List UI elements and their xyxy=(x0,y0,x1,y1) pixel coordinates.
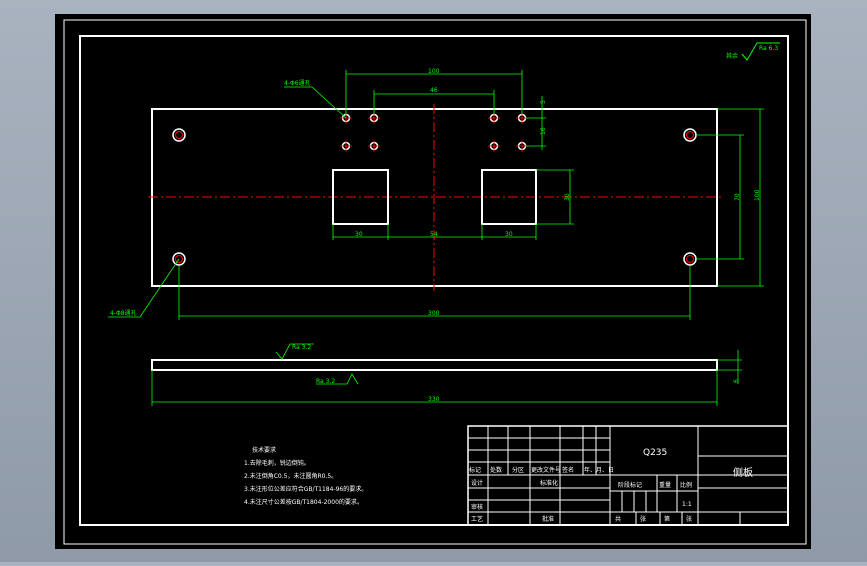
model-space xyxy=(55,14,811,549)
dim-30-left: 30 xyxy=(355,231,363,238)
note-4: 4.未注尺寸公差按GB/T1804-2000的要求。 xyxy=(244,498,363,506)
plate-side-view: Ra 3.2 Ra 3.2 330 6 xyxy=(151,343,742,406)
square-cutout-left xyxy=(332,169,389,225)
roughness-value: Ra 6.3 xyxy=(759,45,778,52)
tb-scale: 比例 xyxy=(680,481,692,489)
tb-mark: 标记 xyxy=(469,466,481,474)
dim-54: 54 xyxy=(430,231,438,238)
dim-100-vertical: 100 xyxy=(754,189,761,201)
tb-stage: 阶段标记 xyxy=(618,481,642,489)
tb-doc: 更改文件号 xyxy=(531,466,561,474)
tb-scale-value: 1:1 xyxy=(682,501,692,508)
dim-5: 5 xyxy=(540,100,547,104)
dim-16: 16 xyxy=(540,127,547,135)
technical-notes: 技术要求 1.去除毛刺，锐边倒钝。 2.未注倒角C0.5，未注圆角R0.5。 3… xyxy=(244,446,367,506)
tb-process: 工艺 xyxy=(471,515,483,523)
note-1: 1.去除毛刺，锐边倒钝。 xyxy=(244,459,310,467)
tb-weight: 重量 xyxy=(659,481,671,489)
plate-front-view xyxy=(148,104,722,291)
dimensions xyxy=(108,70,764,320)
dim-100: 100 xyxy=(428,68,440,75)
tb-material: Q235 xyxy=(643,448,667,458)
dim-70: 70 xyxy=(734,193,741,201)
dim-30-vertical: 30 xyxy=(564,193,571,201)
tb-count: 处数 xyxy=(490,466,502,474)
dim-300: 300 xyxy=(428,310,440,317)
label-holes-bottom: 4-Φ8通孔 xyxy=(110,309,137,317)
roughness-general: 其余 Ra 6.3 xyxy=(726,42,780,61)
roughness-prefix: 其余 xyxy=(726,52,738,60)
tb-sheet-word: 张 xyxy=(640,515,646,523)
tb-standard: 标准化 xyxy=(540,479,558,487)
tb-sheet-total: 共 xyxy=(615,515,621,523)
note-3: 3.未注形位公差应符合GB/T1184-96的要求。 xyxy=(244,485,367,493)
dim-46: 46 xyxy=(430,87,438,94)
note-2: 2.未注倒角C0.5，未注圆角R0.5。 xyxy=(244,472,337,480)
square-cutout-right xyxy=(481,169,537,225)
small-hole xyxy=(340,112,528,152)
title-block: 标记 处数 分区 更改文件号 签名 年、月、日 设计 标准化 审核 工艺 批准 … xyxy=(467,425,789,526)
dim-6: 6 xyxy=(733,379,740,383)
dim-330: 330 xyxy=(428,396,440,403)
tb-design: 设计 xyxy=(471,479,483,487)
notes-title: 技术要求 xyxy=(252,446,276,454)
tb-sign: 签名 xyxy=(562,466,574,474)
dim-30-right: 30 xyxy=(505,231,513,238)
roughness-top: Ra 3.2 xyxy=(292,344,311,351)
tb-approve: 批准 xyxy=(542,515,554,523)
tb-zone: 分区 xyxy=(512,466,524,474)
roughness-bottom: Ra 3.2 xyxy=(316,378,335,385)
tb-date: 年、月、日 xyxy=(584,466,614,474)
drawing-frame xyxy=(79,35,789,526)
label-holes-top: 4-Φ6通孔 xyxy=(284,79,311,87)
tb-part-name: 侧板 xyxy=(733,466,753,479)
tb-sheet-word2: 张 xyxy=(686,515,692,523)
tb-sheet-no: 第 xyxy=(664,515,670,523)
sheet-border xyxy=(63,19,807,545)
tb-review: 审核 xyxy=(471,503,483,511)
